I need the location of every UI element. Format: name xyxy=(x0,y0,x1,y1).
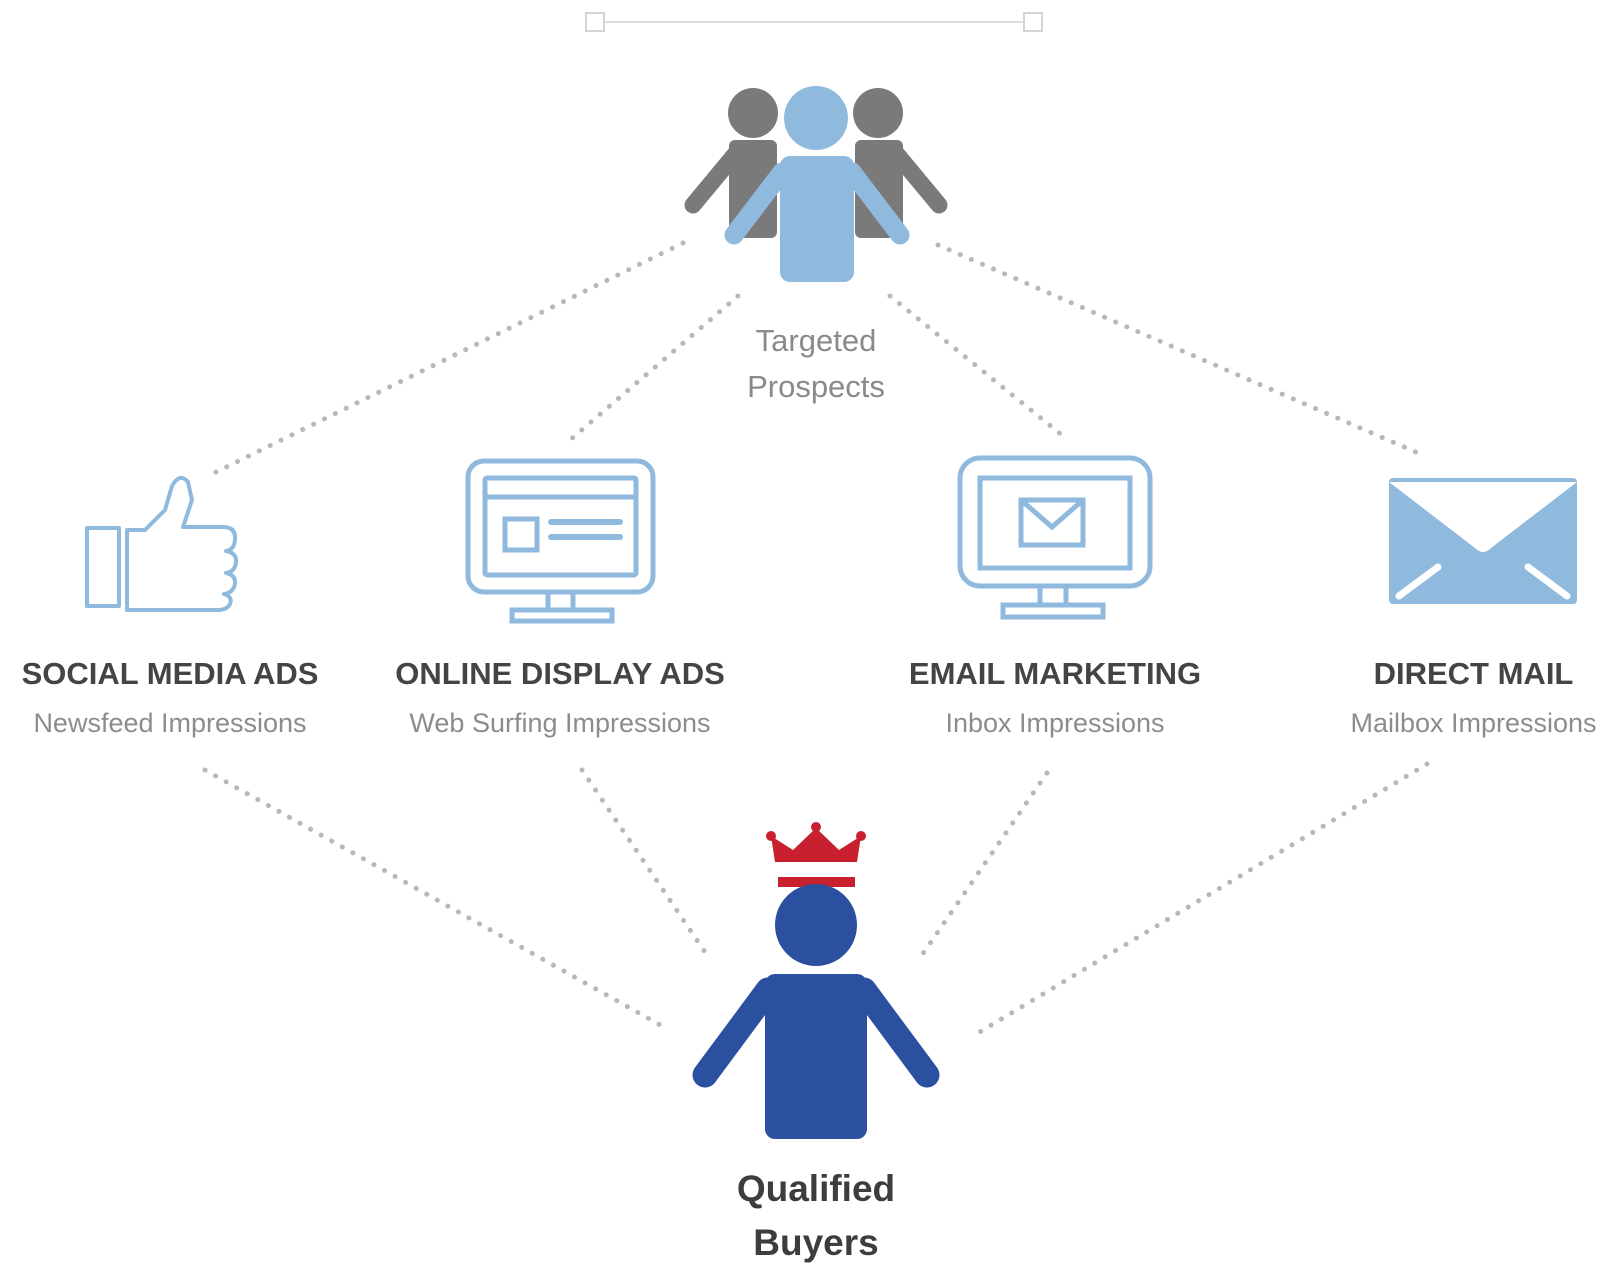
channel-social-media: SOCIAL MEDIA ADS Newsfeed Impressions xyxy=(0,656,340,739)
connector-email-bottom xyxy=(919,770,1050,958)
bottom-node-caption-line2: Buyers xyxy=(753,1222,879,1263)
channel-title: SOCIAL MEDIA ADS xyxy=(21,656,319,691)
channel-subtitle: Inbox Impressions xyxy=(945,708,1165,738)
selection-handle-line xyxy=(588,21,1028,23)
channel-subtitle: Mailbox Impressions xyxy=(1350,708,1597,738)
channel-online-display: ONLINE DISPLAY ADS Web Surfing Impressio… xyxy=(370,656,750,739)
connector-top-email xyxy=(887,293,1066,439)
top-node-caption-line2: Prospects xyxy=(747,369,885,404)
thumbs-up-icon xyxy=(85,475,239,612)
connector-social-bottom xyxy=(202,767,665,1029)
top-node-caption: Targeted Prospects xyxy=(716,318,916,410)
group-icon xyxy=(684,86,948,282)
monitor-webpage-icon xyxy=(465,458,656,624)
top-node-caption-line1: Targeted xyxy=(755,323,877,358)
bottom-node-caption: Qualified Buyers xyxy=(666,1162,966,1270)
connector-top-mail xyxy=(935,242,1428,459)
connectors xyxy=(202,240,1430,1036)
envelope-icon xyxy=(1389,478,1577,604)
channel-title: ONLINE DISPLAY ADS xyxy=(395,656,725,691)
connector-display-bottom xyxy=(579,767,710,958)
crowned-person-icon xyxy=(692,822,940,1139)
channel-direct-mail: DIRECT MAIL Mailbox Impressions xyxy=(1330,656,1617,739)
channel-subtitle: Web Surfing Impressions xyxy=(409,708,711,738)
connector-mail-bottom xyxy=(975,761,1430,1036)
selection-handle-left[interactable] xyxy=(585,12,605,32)
bottom-node-caption-line1: Qualified xyxy=(736,1168,896,1209)
channel-title: DIRECT MAIL xyxy=(1373,656,1574,691)
monitor-email-icon xyxy=(957,455,1153,620)
connector-top-social xyxy=(207,240,686,478)
selection-handle-right[interactable] xyxy=(1023,12,1043,32)
channel-title: EMAIL MARKETING xyxy=(908,656,1202,691)
channel-email-marketing: EMAIL MARKETING Inbox Impressions xyxy=(870,656,1240,739)
channel-subtitle: Newsfeed Impressions xyxy=(33,708,307,738)
connector-top-display xyxy=(567,293,741,443)
